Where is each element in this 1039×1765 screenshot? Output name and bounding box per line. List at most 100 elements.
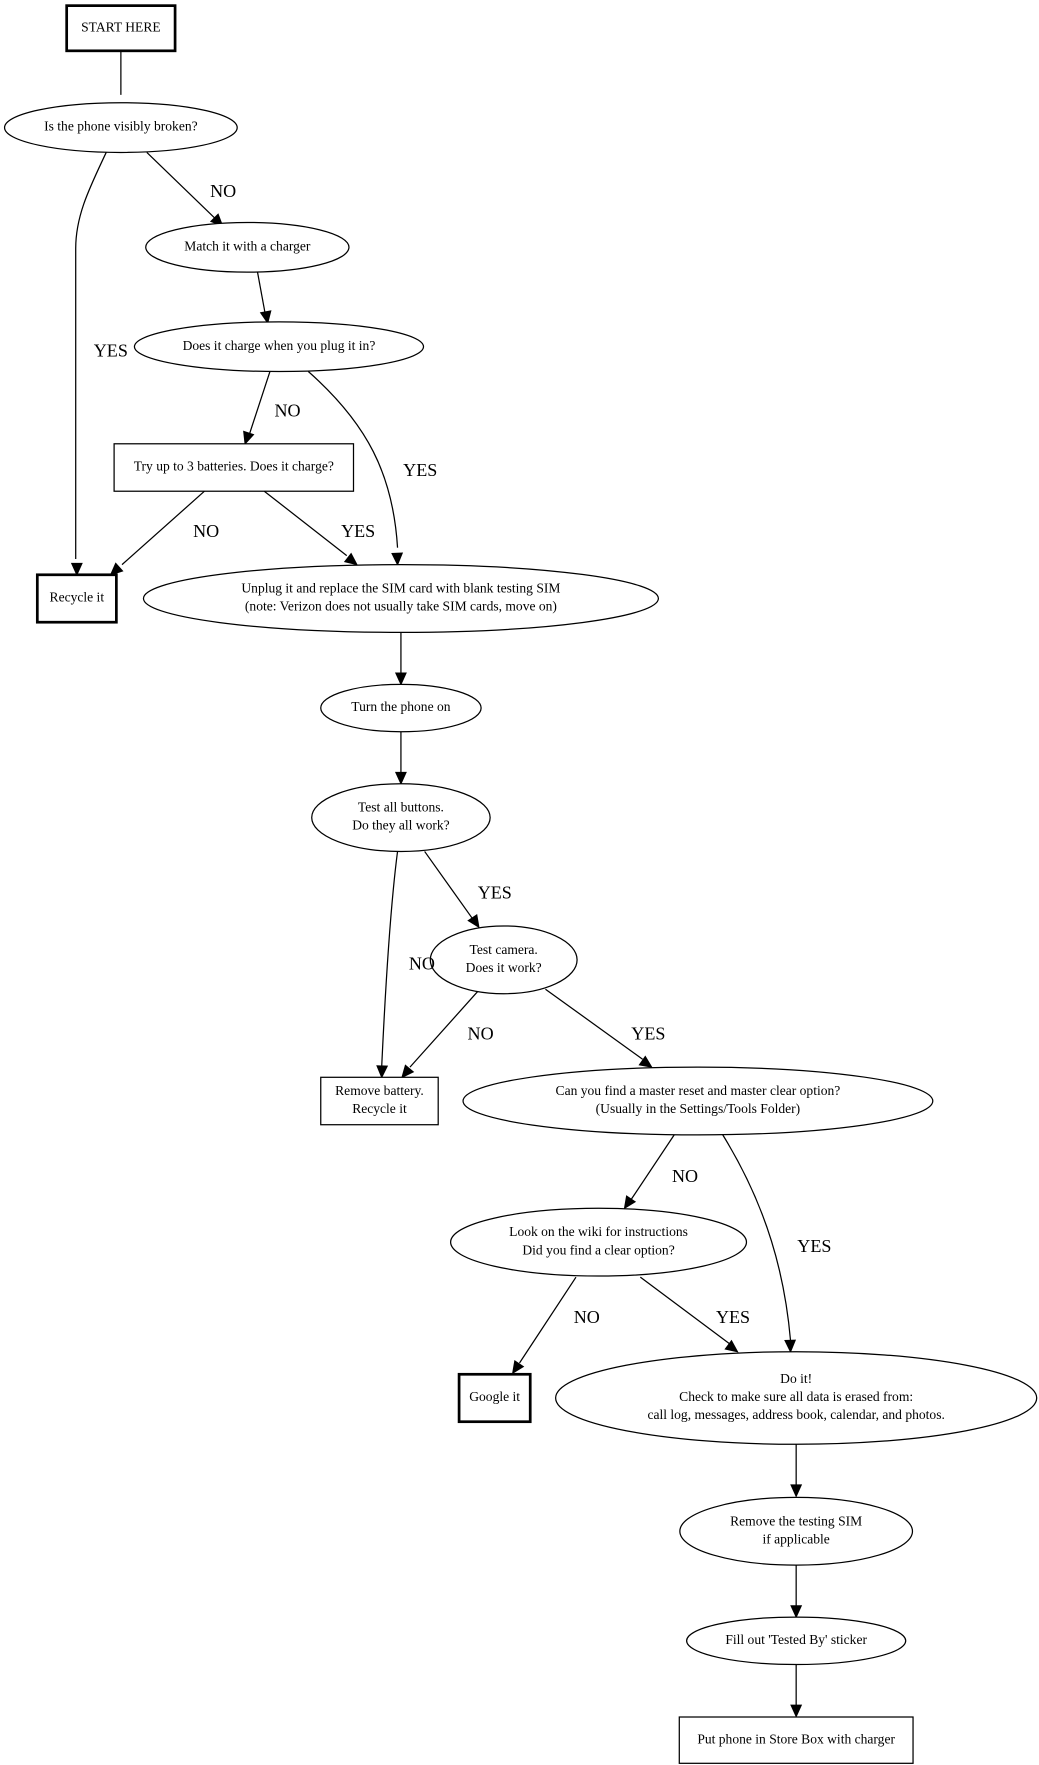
edge-batteries-to-recycle: [109, 490, 205, 576]
node-text: Check to make sure all data is erased fr…: [679, 1389, 913, 1404]
node-batteries[interactable]: Try up to 3 batteries. Does it charge?: [113, 443, 355, 492]
edge-wiki-to-google: [511, 1276, 577, 1375]
edge-line: [146, 152, 216, 219]
node-text: Recycle it: [50, 590, 105, 605]
arrowhead-icon: [391, 552, 404, 566]
node-sim[interactable]: Unplug it and replace the SIM card with …: [142, 563, 660, 633]
edge-label-yes: YES: [797, 1236, 831, 1256]
node-storebox[interactable]: Put phone in Store Box with charger: [678, 1716, 914, 1764]
node-text: Can you find a master reset and master c…: [556, 1083, 841, 1098]
edge-label-yes: YES: [94, 340, 128, 360]
edge-label-no: NO: [274, 400, 300, 420]
edge-sticker-to-storebox: [790, 1664, 803, 1718]
node-box: [320, 1076, 439, 1126]
node-text: Test all buttons.: [358, 800, 444, 815]
arrowhead-icon: [638, 1055, 653, 1068]
edge-reset-to-doit: [722, 1134, 797, 1354]
node-text: Does it charge when you plug it in?: [183, 338, 376, 353]
node-text: Recycle it: [352, 1101, 407, 1116]
node-turnon[interactable]: Turn the phone on: [320, 683, 482, 733]
edge-buttons-to-camera: [424, 851, 480, 929]
arrowhead-icon: [790, 1484, 803, 1498]
node-ellipse: [686, 1616, 907, 1666]
node-doit[interactable]: Do it! Check to make sure all data is era…: [555, 1351, 1038, 1445]
edge-charge-to-sim: [307, 371, 404, 566]
node-text: Google it: [469, 1389, 520, 1404]
node-charger[interactable]: Match it with a charger: [145, 221, 350, 273]
node-ellipse: [311, 783, 491, 853]
node-box: [65, 4, 177, 53]
node-buttons[interactable]: Test all buttons.Do they all work?: [311, 783, 491, 853]
node-charge[interactable]: Does it charge when you plug it in?: [133, 321, 425, 373]
node-camera[interactable]: Test camera.Does it work?: [429, 925, 578, 995]
arrowhead-icon: [790, 1605, 803, 1619]
edge-line: [639, 1276, 730, 1345]
edge-line: [545, 988, 643, 1060]
edge-label-yes: YES: [716, 1307, 750, 1327]
edge-label-no: NO: [468, 1024, 494, 1044]
node-box: [678, 1716, 914, 1764]
arrowhead-icon: [401, 1064, 415, 1079]
node-text: Put phone in Store Box with charger: [697, 1731, 895, 1746]
node-google[interactable]: Google it: [457, 1372, 532, 1424]
node-broken[interactable]: Is the phone visibly broken?: [3, 102, 238, 154]
edge-doit-to-removesim: [790, 1444, 803, 1498]
node-text: call log, messages, address book, calend…: [647, 1407, 944, 1422]
arrowhead-icon: [394, 672, 407, 686]
edge-charger-to-charge: [256, 272, 272, 325]
node-text: Is the phone visibly broken?: [44, 119, 198, 134]
arrowhead-icon: [70, 562, 83, 577]
node-ellipse: [3, 102, 238, 154]
edge-label-yes: YES: [403, 460, 437, 480]
node-text: START HERE: [81, 19, 161, 34]
edge-line: [263, 490, 348, 557]
edge-turnon-to-buttons: [394, 731, 407, 786]
node-ellipse: [320, 683, 482, 733]
node-text: Do it!: [780, 1371, 812, 1386]
node-ellipse: [142, 563, 660, 633]
node-text: Match it with a charger: [184, 238, 311, 253]
node-ellipse: [449, 1207, 748, 1277]
node-box: [35, 573, 118, 624]
edge-line: [121, 490, 205, 566]
node-ellipse: [462, 1066, 934, 1136]
node-text: Fill out 'Tested By' sticker: [725, 1632, 867, 1647]
arrowhead-icon: [790, 1704, 803, 1718]
node-text: Unplug it and replace the SIM card with …: [241, 581, 560, 596]
edge-line: [307, 371, 399, 548]
arrowhead-icon: [343, 552, 358, 566]
node-start[interactable]: START HERE: [65, 4, 177, 53]
node-removebattery[interactable]: Remove battery.Recycle it: [320, 1076, 439, 1126]
node-ellipse: [145, 221, 350, 273]
node-box: [457, 1372, 532, 1424]
edge-line: [630, 1134, 675, 1200]
arrowhead-icon: [259, 310, 272, 325]
edge-camera-to-removebattery: [401, 991, 479, 1079]
node-text: (note: Verizon does not usually take SIM…: [245, 599, 557, 615]
edge-buttons-to-removebattery: [376, 851, 399, 1079]
edge-camera-to-reset: [545, 988, 653, 1068]
arrowhead-icon: [623, 1195, 637, 1210]
arrowhead-icon: [394, 771, 407, 786]
arrowhead-icon: [724, 1339, 739, 1353]
node-ellipse: [429, 925, 578, 995]
node-text: Did you find a clear option?: [522, 1242, 674, 1257]
edge-label-no: NO: [672, 1166, 698, 1186]
node-reset[interactable]: Can you find a master reset and master c…: [462, 1066, 934, 1136]
node-text: Remove the testing SIM: [730, 1513, 862, 1528]
node-recycle[interactable]: Recycle it: [35, 573, 118, 624]
arrowhead-icon: [511, 1359, 525, 1375]
edge-label-yes: YES: [478, 882, 512, 902]
edge-label-yes: YES: [631, 1024, 665, 1044]
edge-line: [424, 851, 473, 919]
edge-line: [75, 152, 107, 559]
edge-charge-to-batteries: [243, 371, 271, 446]
node-ellipse: [679, 1496, 914, 1566]
node-ellipse: [555, 1351, 1038, 1445]
arrowhead-icon: [376, 1065, 389, 1079]
node-sticker[interactable]: Fill out 'Tested By' sticker: [686, 1616, 907, 1666]
edge-line: [722, 1134, 792, 1341]
